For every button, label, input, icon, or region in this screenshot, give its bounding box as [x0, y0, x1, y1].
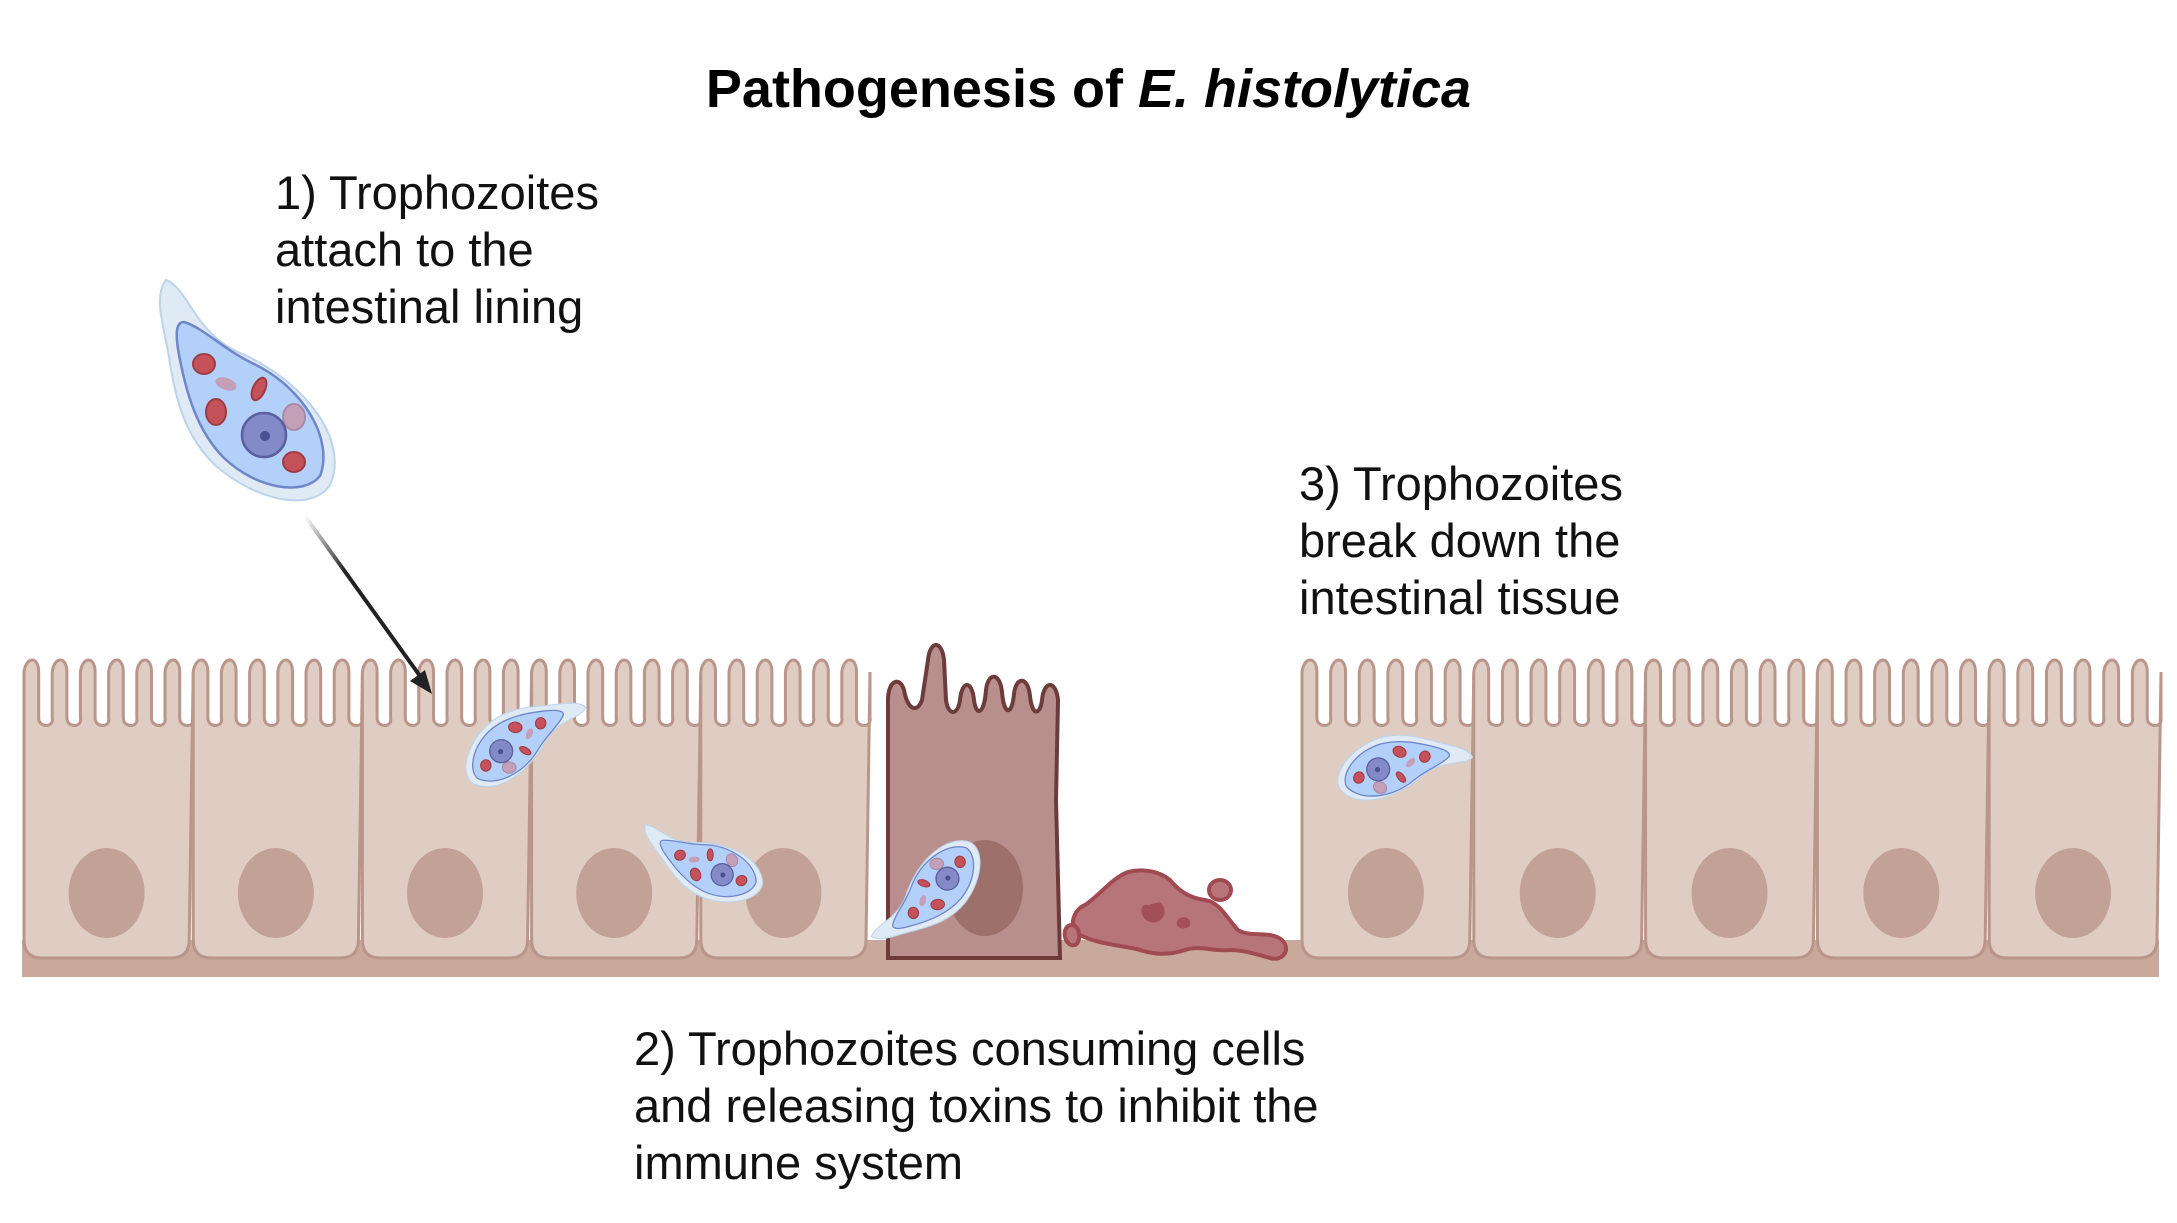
step-3-label: 3) Trophozoites break down the intestina… [1299, 457, 1623, 624]
cell-nucleus [1347, 848, 1424, 938]
step-2-label: 2) Trophozoites consuming cells and rele… [634, 1022, 1319, 1189]
step-1-label: 1) Trophozoites attach to the intestinal… [275, 166, 599, 333]
page-title: Pathogenesis of E. histolytica [0, 58, 2177, 120]
cell-nucleus [237, 848, 314, 938]
cell-nucleus [68, 848, 145, 938]
cell-nucleus [576, 848, 653, 938]
cell-nucleus [1519, 848, 1596, 938]
cell-nucleus [1863, 848, 1940, 938]
arrowhead-icon [410, 670, 432, 694]
cell-nucleus [745, 848, 822, 938]
cell-debris [1062, 868, 1289, 961]
title-organism: E. histolytica [1137, 59, 1472, 119]
arrow [303, 514, 432, 694]
cell-nucleus [407, 848, 483, 938]
epithelial-cell [1987, 658, 2163, 960]
epithelial-cells-right [1300, 658, 2163, 960]
epithelial-cells-left [22, 658, 872, 960]
cell-nucleus [1691, 848, 1768, 938]
title-prefix: Pathogenesis of [705, 59, 1138, 119]
cell-nucleus [2035, 848, 2112, 938]
